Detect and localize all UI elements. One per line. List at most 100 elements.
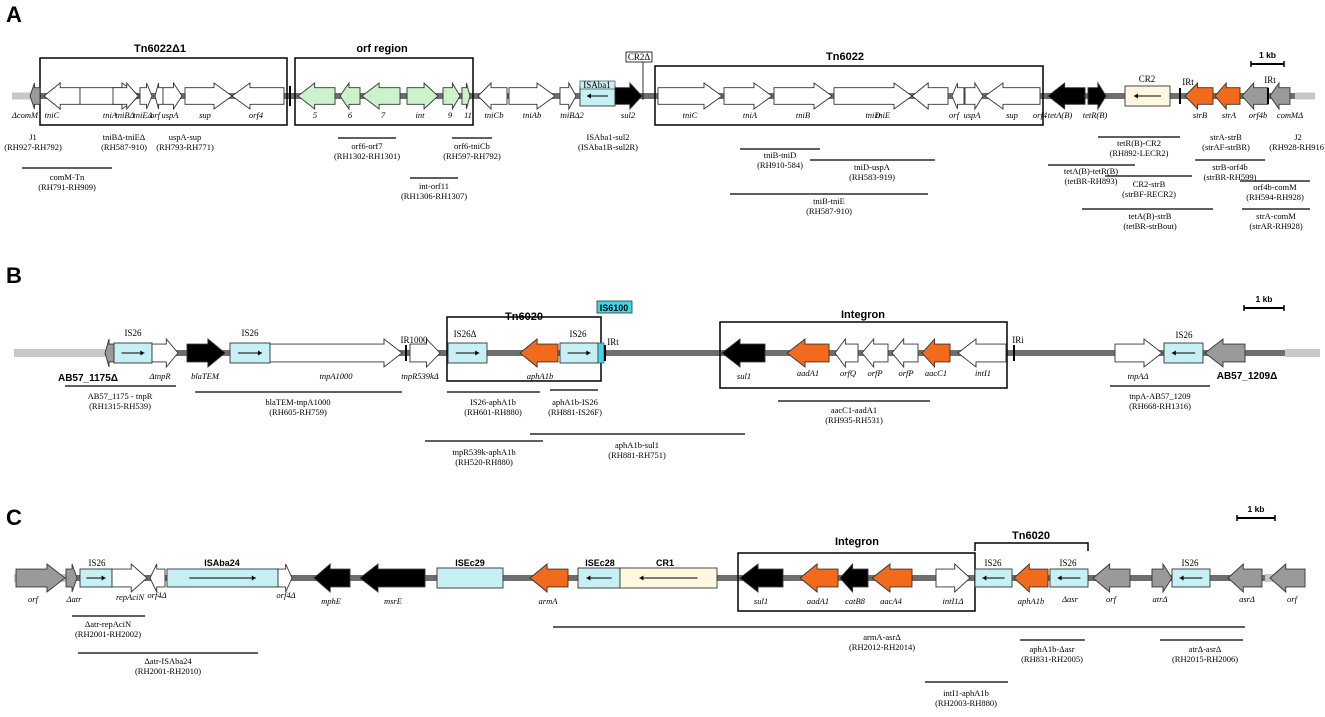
pcr-code: (RH1315-RH539) [89,401,151,411]
gene-orf11 [461,82,471,110]
pcr-name: aacC1-aadA1 [831,405,877,415]
gene-label: Δasr [1061,594,1079,604]
gene-uspA [162,81,183,111]
gene-aphA1b-c [1013,562,1049,594]
scale-label: 1 kb [1255,294,1272,304]
is26-c4-arrowhead [1179,575,1184,581]
is6100-element [597,342,605,364]
gene-label: AB57_1175Δ [58,373,118,384]
pcr-name: J2 [1294,132,1302,142]
gene-label: comMΔ [1277,110,1303,120]
gene-intI1-delta [935,562,971,594]
pcr-name: Δatr-repAciN [85,619,131,629]
gene-label: tnpR539kΔ [401,371,439,381]
pcr-code: (strAF-strBR) [1202,142,1250,152]
gene-orf [154,82,164,110]
gene-strA [1214,81,1241,111]
pcr-code: (tetBR-RH893) [1065,176,1118,186]
pcr-code: (RH605-RH759) [269,407,327,417]
gene-tniD-tn6022 [833,82,913,110]
gene-aadA1-c [799,563,839,593]
pcr-code: (RH520-RH880) [455,457,513,467]
gene-ab57-1175 [104,338,115,368]
pcr-name: intI1-aphA1b [943,688,989,698]
pcr-code: (RH927-RH792) [4,142,62,152]
gene-tniA-tn6022 [723,82,773,110]
pcr-name: armA-asrΔ [863,632,901,642]
is26-4-arrowhead [1171,350,1176,356]
gene-ab57-1209 [1204,338,1246,368]
gene-label: sul1 [737,371,751,381]
gene-orf9 [442,81,461,111]
is26-1-arrowhead [140,350,145,356]
gene-orf-c1 [1092,563,1131,593]
gene-label: orfP [898,368,913,378]
pcr-name: orf6-tniCb [454,141,490,151]
pcr-code: (RH935-RH531) [825,415,883,425]
box-tn6022 [654,65,1044,126]
gene-orf4b [1241,81,1269,111]
pcr-code: (RH2003-RH880) [935,698,997,708]
gene-label: catB8 [845,596,866,606]
gene-comM-delta [1269,81,1291,111]
gene-label: asrΔ [1239,594,1255,604]
gene-orf6 [339,81,361,111]
gene-label: 11 [464,110,472,120]
pcr-name: tetR(B)-CR2 [1117,138,1161,148]
gene-catB8 [839,562,869,594]
cr1-arrowhead [639,575,644,581]
gene-label: IRi [1012,335,1024,345]
bracket-tn6020 [974,542,1089,551]
pcr-code: (RH601-RH880) [464,407,522,417]
gene-orfQ [834,337,859,369]
gene-label: aacA4 [880,596,902,606]
pcr-name: orf6-orf7 [351,141,382,151]
gene-label: tetR(B) [1083,110,1108,120]
gene-orf-tn6022 [951,82,965,110]
gene-tniC [43,82,81,110]
gene-orf4 [231,82,285,110]
gene-label: orf4Δ [276,590,295,600]
pcr-code: (strBR-RH599) [1204,172,1257,182]
pcr-code: (strAR-RH928) [1249,221,1303,231]
box-title: Tn6022Δ1 [134,43,186,55]
gene-label: intI1 [975,368,991,378]
gene-repAciN [111,562,148,594]
gene-orf5 [297,82,336,110]
pcr-code: (RH928-RH916) [1269,142,1325,152]
gene-label: strA [1222,110,1237,120]
gene-label: sup [1006,110,1018,120]
pcr-code: (RH2012-RH2014) [849,642,915,652]
cr2-delta-label: CR2Δ [628,52,651,62]
pcr-name: strA-strB [1210,132,1242,142]
gene-strB [1184,81,1214,111]
gene-label: orf4b [1249,110,1267,120]
is26-c3-arrowhead [1057,575,1062,581]
gene-label: IS26 [569,329,587,339]
gene-orf-left [15,563,66,593]
gene-atr-delta [65,563,78,593]
box-title: orf region [356,43,408,55]
is26-2-arrowhead [258,350,262,356]
pcr-name: strB-orf4b [1212,162,1247,172]
is26-delta-arrowhead [475,350,480,356]
gene-label: Δatr [66,594,83,604]
gene-atr-delta-2 [1151,562,1173,594]
is6100-label: IS6100 [600,303,629,313]
pcr-name: aphA1b-IS26 [552,397,598,407]
gene-msrE [359,563,426,593]
panel-letter-a: A [6,2,22,27]
pcr-code: (RH1302-RH1301) [334,151,400,161]
gene-label: aphA1b [1018,596,1044,606]
gene-orf4-delta-2 [277,563,293,593]
gene-label: tniEΔ [133,110,152,120]
gene-tnpA1000 [269,338,403,368]
gene-tetA-B [1047,82,1086,110]
gene-tniCb [477,81,508,111]
gene-label: orf4 [249,110,264,120]
pcr-name: int-orf11 [419,181,449,191]
gene-label: IS26Δ [454,329,477,339]
gene-label: IRt [1182,77,1194,87]
backbone-dark [105,350,1285,356]
